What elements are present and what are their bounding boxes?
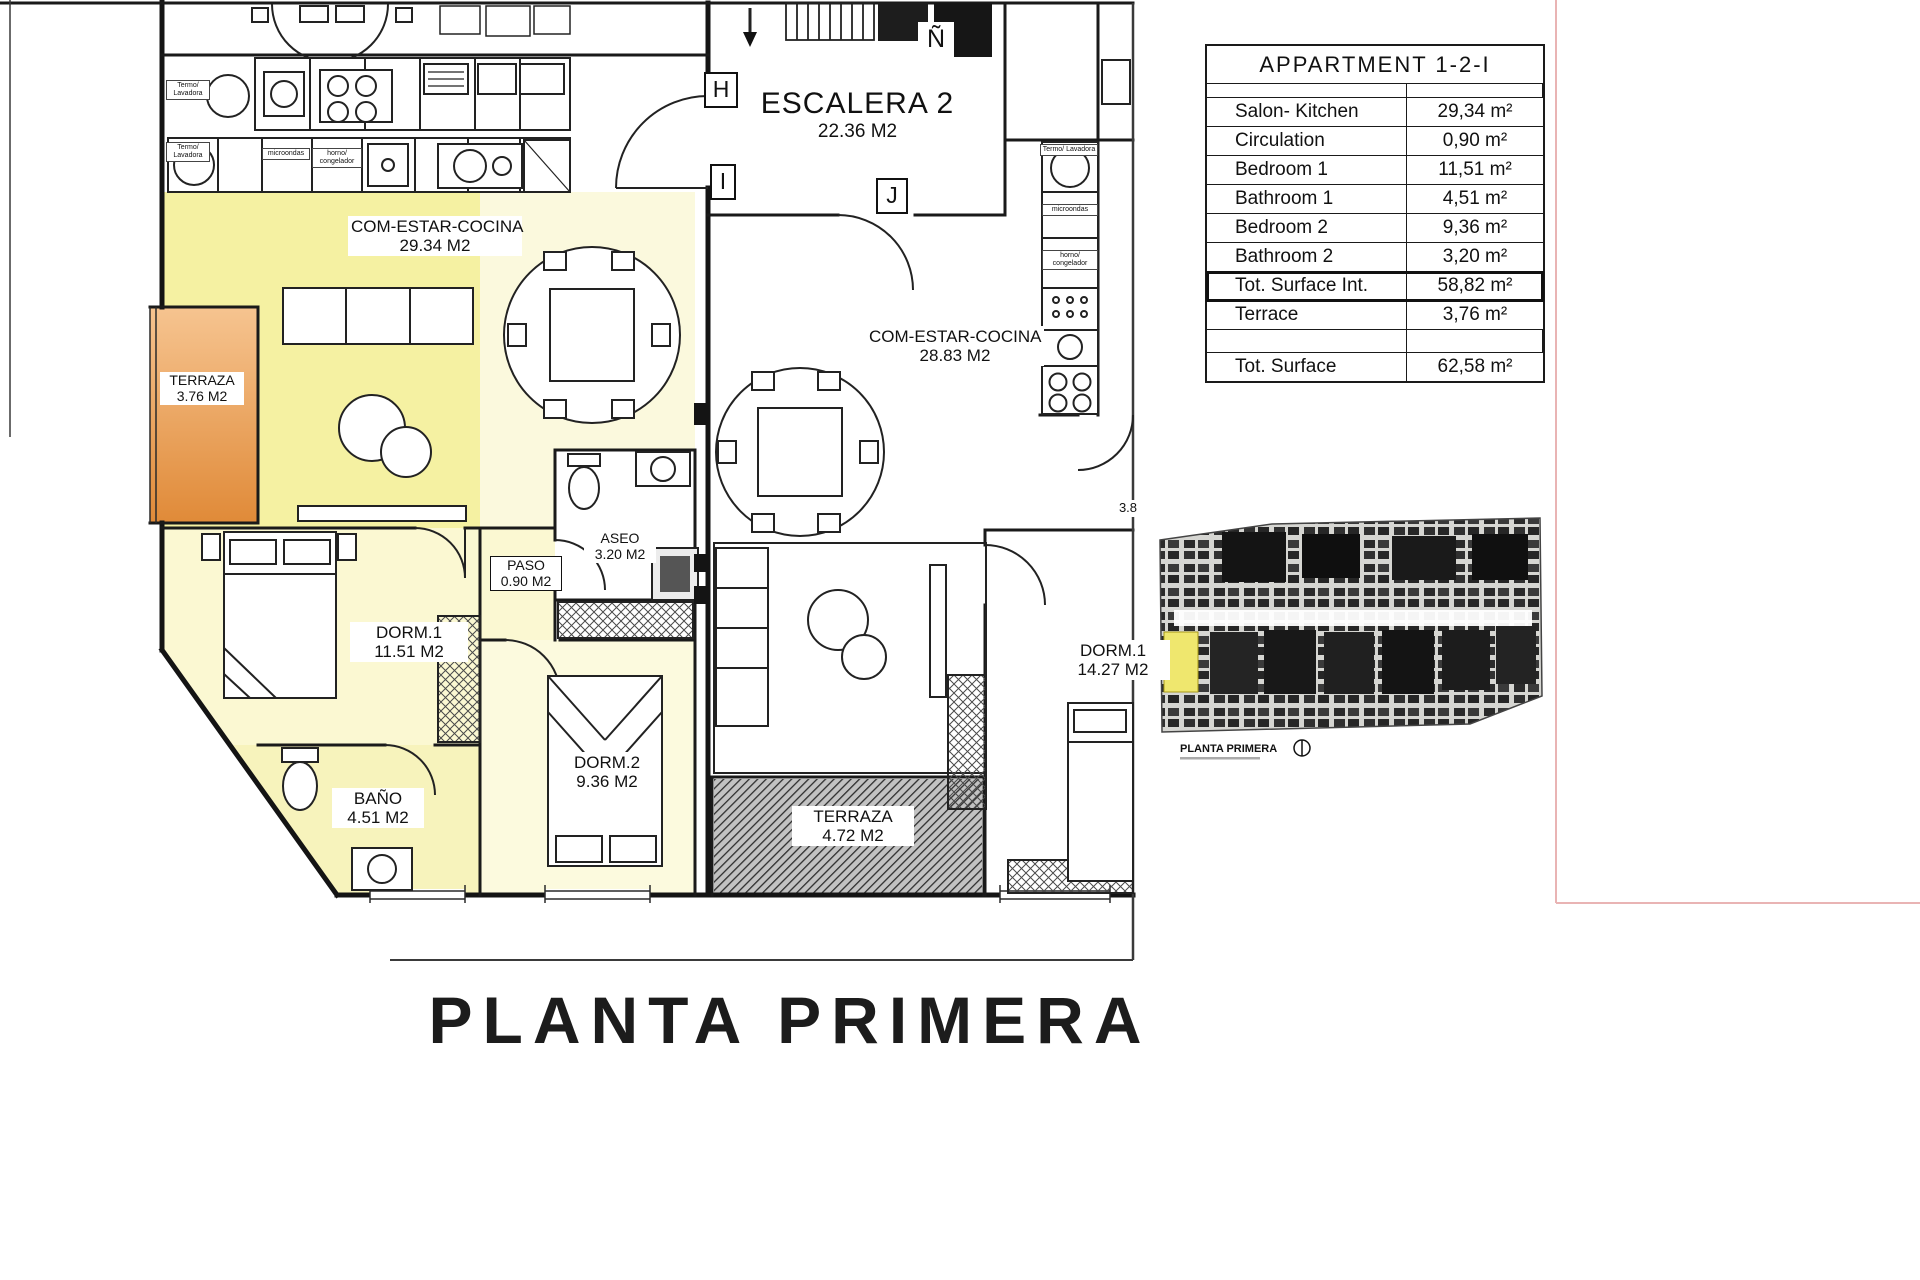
- table-row: Bedroom 1 11,51 m²: [1207, 156, 1543, 185]
- hob: [1048, 372, 1068, 392]
- stair-direction-arrow-icon: [743, 32, 757, 47]
- toilet: [282, 761, 318, 811]
- label-terraza-2: TERRAZA 4.72 M2: [792, 806, 914, 847]
- appliance-label-oven-freezer: horno/ congelador: [1042, 250, 1098, 271]
- pouf: [380, 426, 432, 478]
- table-row: Bedroom 2 9,36 m²: [1207, 214, 1543, 243]
- marker-I: I: [710, 164, 736, 200]
- toilet: [568, 466, 600, 510]
- tv-unit: [297, 505, 467, 522]
- pouf: [841, 634, 887, 680]
- label-living-2: COM-ESTAR-COCINA 28.83 M2: [866, 326, 1044, 367]
- service-shafts: [694, 403, 710, 604]
- table-row: Circulation 0,90 m²: [1207, 127, 1543, 156]
- sofa-2: [715, 547, 769, 669]
- label-partial-area: 3.8: [1112, 500, 1144, 517]
- table-row: Bathroom 2 3,20 m²: [1207, 243, 1543, 272]
- minimap: PLANTA PRIMERA: [1159, 517, 1543, 760]
- table-title: APPARTMENT 1-2-I: [1207, 46, 1543, 84]
- apartment-2-furniture: [713, 59, 1134, 894]
- scan-edge-lines: [1555, 0, 1920, 904]
- label-bano: BAÑO 4.51 M2: [332, 788, 424, 829]
- wardrobe-2: [947, 674, 987, 810]
- table-blank-row: [1207, 330, 1543, 353]
- table-row: Terrace 3,76 m²: [1207, 301, 1543, 330]
- table-row-total-interior: Tot. Surface Int. 58,82 m²: [1206, 271, 1544, 302]
- sink: [1057, 334, 1083, 360]
- appliance-label-microwave: microondas: [262, 148, 310, 161]
- label-terraza-1: TERRAZA 3.76 M2: [160, 372, 244, 406]
- table-row: Salon- Kitchen 29,34 m²: [1207, 98, 1543, 127]
- table-row: Bathroom 1 4,51 m²: [1207, 185, 1543, 214]
- pouf: [807, 589, 869, 651]
- apartment-summary-table: APPARTMENT 1-2-I Salon- Kitchen 29,34 m²…: [1205, 44, 1545, 383]
- marker-H: H: [704, 72, 738, 108]
- kitchen-1: [167, 3, 571, 193]
- minimap-caption: PLANTA PRIMERA: [1180, 743, 1277, 755]
- appliance-label-microwave: microondas: [1042, 204, 1098, 217]
- marker-N-tilde: Ñ: [918, 22, 954, 58]
- outer-walls: [158, 0, 1136, 899]
- table-spacer: [1207, 84, 1543, 98]
- stair-block: [743, 2, 992, 57]
- label-paso: PASO 0.90 M2: [490, 556, 562, 592]
- table-row-total: Tot. Surface 62,58 m²: [1207, 353, 1543, 381]
- living-room-1: [282, 246, 681, 522]
- sofa-nook: [713, 542, 987, 774]
- page-title: PLANTA PRIMERA: [428, 983, 1152, 1057]
- label-escalera: ESCALERA 2 22.36 M2: [752, 86, 963, 143]
- label-living-1: COM-ESTAR-COCINA 29.34 M2: [348, 216, 524, 257]
- label-aseo: ASEO 3.20 M2: [584, 530, 656, 564]
- appliance-label-boiler-washer: Termo/ Lavadora: [1040, 144, 1098, 157]
- appliance-label-boiler-washer: Termo/ Lavadora: [166, 142, 210, 163]
- counter-row-1: [254, 57, 571, 131]
- tv-unit: [929, 564, 947, 698]
- door-arcs: [384, 95, 1134, 796]
- boiler-icon: [206, 74, 250, 118]
- bedroom-1-furniture: [201, 531, 481, 743]
- label-dorm1-b: DORM.1 14.27 M2: [1056, 640, 1170, 681]
- bathroom-1-fixtures: [281, 747, 413, 891]
- kitchen-2: [1041, 141, 1099, 415]
- label-dorm2: DORM.2 9.36 M2: [556, 752, 658, 793]
- closet-2: [557, 601, 694, 639]
- sofa-1: [282, 287, 474, 345]
- label-dorm1-a: DORM.1 11.51 M2: [350, 622, 468, 663]
- appliance-label-oven-freezer: horno/ congelador: [312, 148, 362, 169]
- aseo-fixtures: [567, 451, 699, 601]
- marker-J: J: [876, 178, 908, 214]
- appliance-label-boiler-washer: Termo/ Lavadora: [166, 80, 210, 101]
- upper-unit-partial-table: [271, 3, 389, 63]
